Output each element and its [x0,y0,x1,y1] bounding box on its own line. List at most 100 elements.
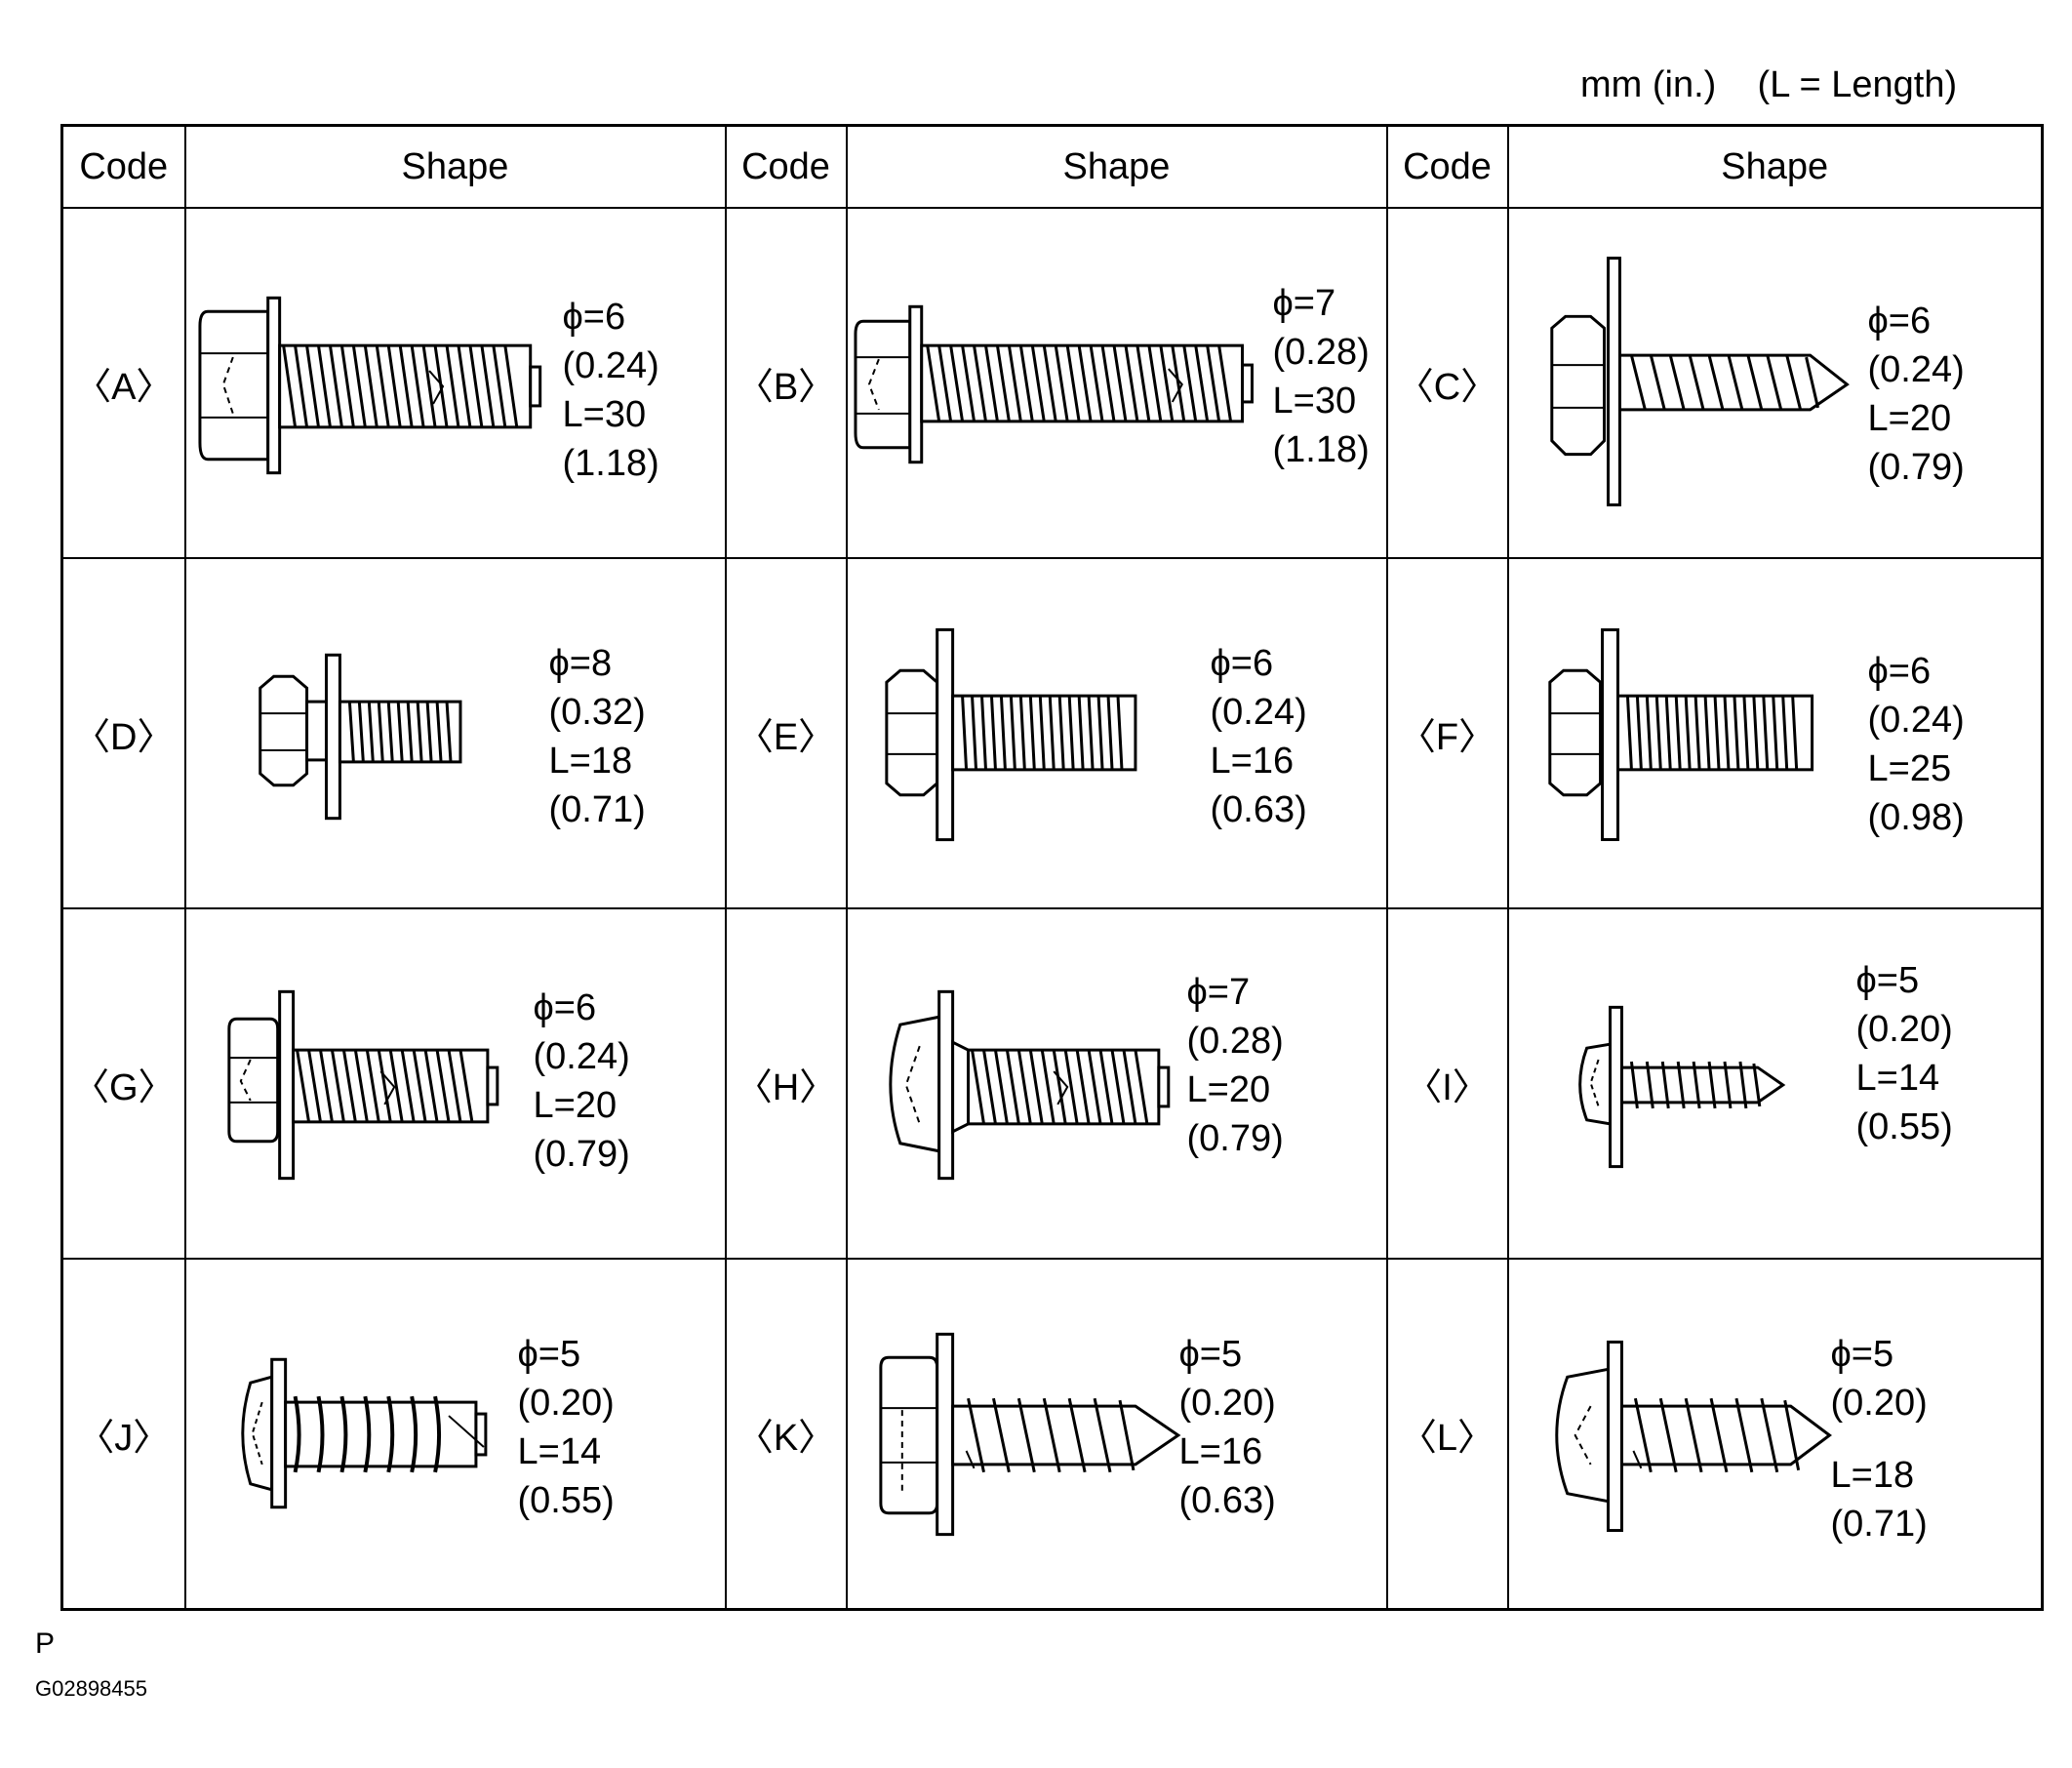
code-cell: 〈F〉 [1385,557,1509,909]
header-code: Code [1385,124,1509,209]
flange-bolt-drawing [197,296,541,475]
units-note: mm (in.) (L = Length) [1580,64,1958,105]
length-mm: L=20 [533,1085,618,1126]
code-cell: 〈K〉 [724,1258,848,1611]
code-cell: 〈A〉 [60,207,186,559]
diameter-in: (0.24) [1210,692,1307,733]
length-mm: L=18 [1830,1455,1915,1496]
diameter-in: (0.20) [1178,1383,1276,1424]
length-in: (0.98) [1867,797,1965,838]
length-in: (1.18) [1272,429,1370,470]
shape-cell: ϕ=6 (0.24) L=16 (0.63) [845,557,1388,909]
shape-cell: ϕ=6 (0.24) L=25 (0.98) [1506,557,2044,909]
diameter-mm: ϕ=6 [562,297,626,338]
header-shape: Shape [1506,124,2044,209]
length-in: (0.55) [1855,1106,1953,1147]
length-mm: L=16 [1178,1431,1263,1472]
header-code: Code [724,124,848,209]
length-in: (0.79) [1186,1118,1284,1159]
diameter-mm: ϕ=6 [1210,643,1274,684]
shape-cell: ϕ=8 (0.32) L=18 (0.71) [183,557,727,909]
header-shape: Shape [183,124,727,209]
diameter-mm: ϕ=5 [1178,1334,1243,1375]
coarse-screw-drawing [240,1357,487,1509]
diameter-mm: ϕ=7 [1186,972,1251,1013]
diameter-in: (0.20) [517,1383,615,1424]
footer-letter: P [35,1627,56,1660]
length-mm: L=30 [1272,381,1357,422]
spec-text: ϕ=6 (0.24) L=16 (0.63) [1211,639,1307,834]
length-in: (0.63) [1210,789,1307,830]
spec-text: ϕ=6 (0.24) L=30 (1.18) [563,293,659,488]
shape-cell: ϕ=6 (0.24) L=30 (1.18) [183,207,727,559]
code-cell: 〈L〉 [1385,1258,1509,1611]
code-cell: 〈C〉 [1385,207,1509,559]
diameter-mm: ϕ=5 [1855,960,1920,1001]
length-in: (0.71) [1830,1504,1928,1545]
spec-text: ϕ=7 (0.28) L=20 (0.79) [1187,968,1284,1163]
length-mm: L=14 [1855,1058,1940,1099]
spec-text: ϕ=8 (0.32) L=18 (0.71) [549,639,646,834]
diameter-in: (0.24) [1867,349,1965,390]
header-row: Code Shape Code Shape Code Shape [60,124,2044,209]
diameter-in: (0.24) [533,1036,630,1077]
length-mm: L=30 [562,394,647,435]
shape-cell: ϕ=7 (0.28) L=30 (1.18) [845,207,1388,559]
code-cell: 〈D〉 [60,557,186,909]
shape-cell: ϕ=6 (0.24) L=20 (0.79) [183,907,727,1260]
tapping-screw-drawing [1549,257,1850,506]
code-cell: 〈H〉 [724,907,848,1260]
code-cell: 〈I〉 [1385,907,1509,1260]
shape-cell: ϕ=7 (0.28) L=20 (0.79) [845,907,1388,1260]
shape-cell: ϕ=5 (0.20) L=16 (0.63) [845,1258,1388,1611]
code-cell: 〈E〉 [724,557,848,909]
spec-text: ϕ=7 (0.28) L=30 (1.18) [1273,279,1370,474]
hex-bolt-drawing [884,627,1136,842]
shape-cell: ϕ=5 (0.20) L=14 (0.55) [183,1258,727,1611]
spec-text: ϕ=5 (0.20) L=14 (0.55) [518,1330,615,1525]
length-in: (0.63) [1178,1480,1276,1521]
length-mm: L=16 [1210,741,1295,782]
length-in: (0.55) [517,1480,615,1521]
shape-cell: ϕ=6 (0.24) L=20 (0.79) [1506,207,2044,559]
length-in: (0.71) [548,789,646,830]
diameter-mm: ϕ=6 [1867,301,1932,342]
table-row: 〈J〉 ϕ=5 (0.20) L=14 (0.55) [60,1258,2044,1611]
table-row: 〈D〉 ϕ=8 (0.32) L=18 (0.71) [60,557,2044,909]
flange-bolt-drawing [853,304,1254,464]
pan-head-bolt-drawing [888,989,1170,1181]
spec-text: ϕ=6 (0.24) L=25 (0.98) [1868,647,1965,842]
spec-text: ϕ=5 (0.20) L=14 (0.55) [1856,956,1953,1151]
spec-text: ϕ=6 (0.24) L=20 (0.79) [1868,297,1965,492]
diameter-in: (0.32) [548,692,646,733]
length-mm: L=20 [1867,398,1952,439]
diameter-in: (0.28) [1186,1021,1284,1062]
pan-head-screw-drawing [1554,1340,1832,1533]
shape-cell: ϕ=5 (0.20) L=14 (0.55) [1506,907,2044,1260]
diameter-mm: ϕ=6 [533,987,597,1028]
diameter-in: (0.20) [1855,1009,1953,1050]
diameter-mm: ϕ=7 [1272,283,1336,324]
diameter-mm: ϕ=6 [1867,651,1932,692]
length-mm: L=20 [1186,1069,1271,1110]
pan-head-screw-drawing [1577,1005,1785,1169]
header-shape: Shape [845,124,1388,209]
length-in: (0.79) [1867,447,1965,488]
spec-text: ϕ=5 (0.20) L=16 (0.63) [1179,1330,1276,1525]
table-row: 〈G〉 ϕ=6 (0.24) L=20 (0 [60,907,2044,1260]
diameter-mm: ϕ=8 [548,643,613,684]
header-code: Code [60,124,186,209]
spec-text: ϕ=6 (0.24) L=20 (0.79) [534,984,630,1179]
code-cell: 〈B〉 [724,207,848,559]
figure-id: G02898455 [35,1676,147,1701]
code-cell: 〈J〉 [60,1258,186,1611]
fastener-table: Code Shape Code Shape Code Shape 〈A〉 [60,124,2044,1611]
table-row: 〈A〉 ϕ=6 (0.24) L=30 (1 [60,207,2044,559]
diameter-in: (0.24) [1867,700,1965,741]
length-in: (0.79) [533,1134,630,1175]
length-mm: L=25 [1867,748,1952,789]
hex-bolt-drawing [1547,627,1813,841]
diameter-in: (0.28) [1272,332,1370,373]
spec-text: ϕ=5 (0.20) L=18 (0.71) [1831,1330,1928,1548]
tapping-bolt-drawing [226,989,498,1181]
